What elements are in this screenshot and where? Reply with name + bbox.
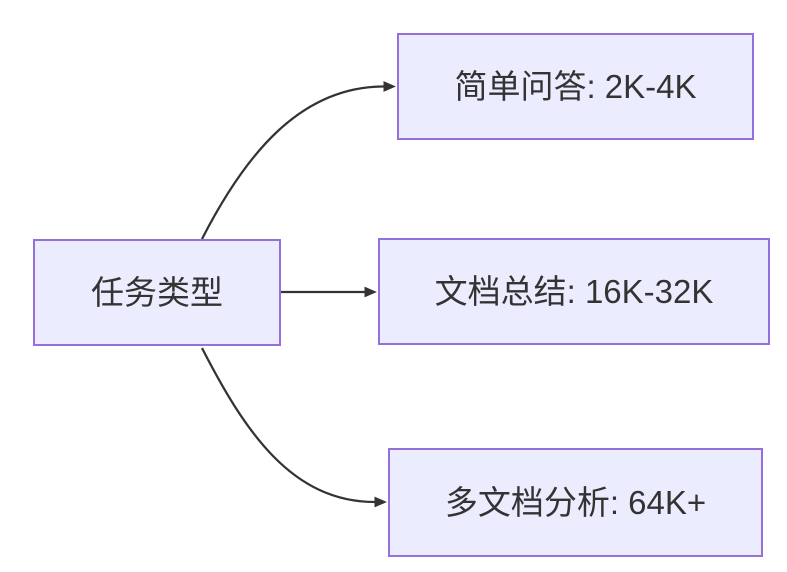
edge-task-type-to-simple-qa: [200, 81, 396, 240]
edge-task-type-to-multi-doc-analysis: [200, 347, 387, 508]
node-doc-summary-label: 文档总结: 16K-32K: [434, 272, 714, 310]
node-simple-qa: 简单问答: 2K-4K: [397, 33, 754, 140]
node-task-type: 任务类型: [33, 239, 281, 346]
node-task-type-label: 任务类型: [91, 273, 223, 311]
node-multi-doc-analysis: 多文档分析: 64K+: [388, 448, 763, 557]
node-simple-qa-label: 简单问答: 2K-4K: [454, 67, 697, 105]
node-doc-summary: 文档总结: 16K-32K: [378, 238, 770, 345]
node-multi-doc-analysis-label: 多文档分析: 64K+: [444, 483, 707, 521]
